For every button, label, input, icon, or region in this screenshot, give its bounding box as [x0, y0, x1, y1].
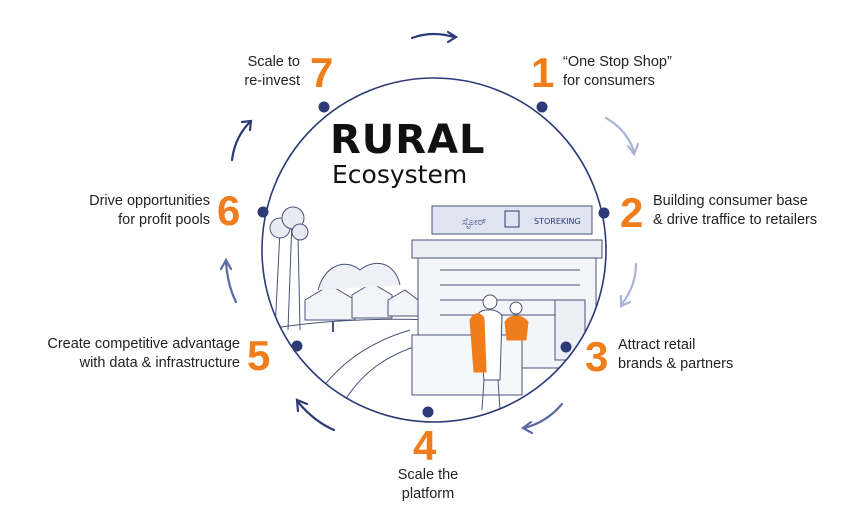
step-5-label: Create competitive advantage with data &…: [8, 335, 240, 373]
step-2-label: Building consumer base & drive traffice …: [653, 192, 817, 230]
ring-dot-5: [291, 340, 303, 352]
step-6-number: 6: [217, 187, 241, 234]
store-sign-kannada: ಸ್ಟೋರ್: [462, 217, 487, 228]
step-1-line1: “One Stop Shop”: [563, 54, 672, 70]
step-4-line2: platform: [401, 486, 455, 502]
step-1-number: 1: [531, 49, 555, 96]
ring-dot-1: [536, 101, 548, 113]
step-6-line2: for profit pools: [118, 212, 210, 228]
step-1-line2: for consumers: [563, 73, 655, 89]
step-1-label: “One Stop Shop” for consumers: [563, 53, 672, 91]
step-3-label: Attract retail brands & partners: [618, 336, 733, 374]
storeking-logo-icon: [504, 210, 520, 228]
flow-arrow-left-upper: [230, 120, 252, 162]
step-3-number: 3: [585, 333, 609, 380]
flow-arrow-bottom-right: [522, 402, 564, 430]
flow-arrow-bottom-left: [296, 400, 336, 432]
step-2-line1: Building consumer base: [653, 193, 808, 209]
step-4-label: Scale the platform: [378, 466, 478, 504]
store-sign-storeking: STOREKING: [534, 217, 581, 226]
step-6-label: Drive opportunities for profit pools: [20, 192, 210, 230]
ring-dot-7: [318, 101, 330, 113]
flow-arrow-top: [410, 33, 456, 40]
flow-arrow-right-lower: [620, 262, 638, 306]
step-4-line1: Scale the: [397, 467, 459, 483]
step-2-line2: & drive traffice to retailers: [653, 212, 818, 228]
step-2-number: 2: [620, 189, 644, 236]
step-6-line1: Drive opportunities: [89, 193, 210, 209]
flow-arrow-right-upper: [604, 116, 636, 154]
step-4-number: 4: [413, 422, 437, 469]
step-3-line1: Attract retail: [618, 337, 696, 353]
step-7-label: Scale to re-invest: [200, 53, 300, 91]
ring-dot-3: [560, 341, 572, 353]
step-7-line1: Scale to: [247, 54, 300, 70]
step-5-line2: with data & infrastructure: [79, 355, 240, 371]
ecosystem-ring: [261, 77, 607, 423]
step-7-number: 7: [310, 49, 334, 96]
ring-dot-6: [257, 206, 269, 218]
step-7-line2: re-invest: [244, 73, 300, 89]
ring-dot-2: [598, 207, 610, 219]
diagram-title: RURAL: [330, 117, 486, 163]
step-5-line1: Create competitive advantage: [47, 336, 240, 352]
step-5-number: 5: [247, 332, 271, 379]
village-store-illustration: [262, 205, 603, 422]
step-3-line2: brands & partners: [618, 356, 734, 372]
flow-arrow-left-lower: [224, 260, 238, 304]
ring-dot-4: [422, 406, 434, 418]
diagram-subtitle: Ecosystem: [332, 160, 468, 189]
